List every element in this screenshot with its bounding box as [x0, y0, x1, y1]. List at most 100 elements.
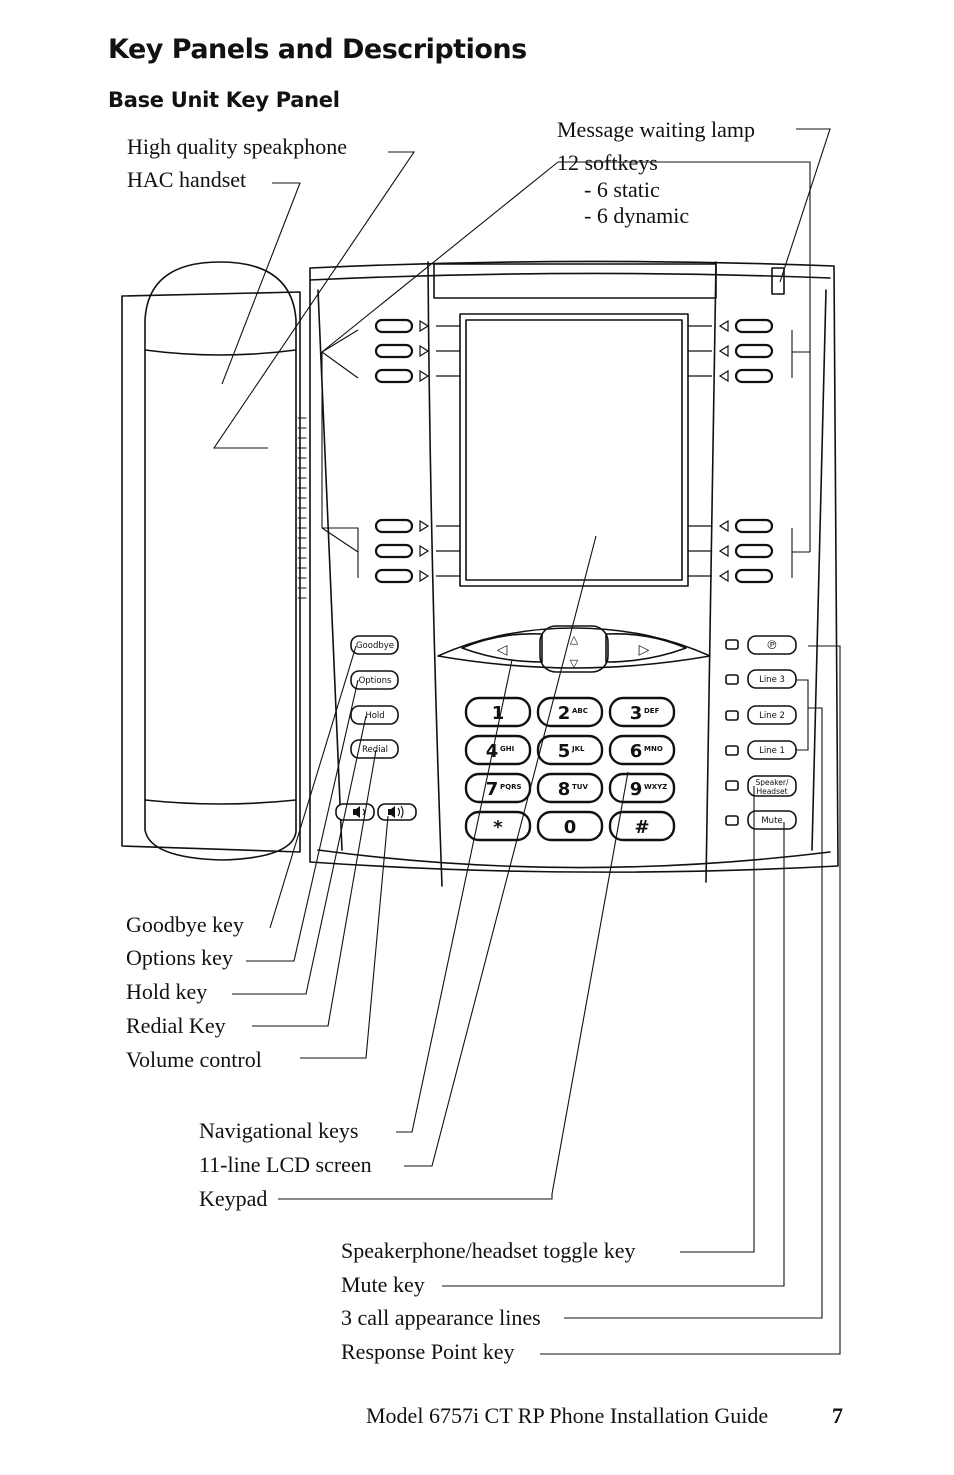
volume-up-icon: [388, 806, 395, 818]
softkey-left-tab-4: [419, 519, 430, 533]
lcd-screen: [459, 313, 689, 587]
face-left-panel: [317, 289, 343, 851]
softkey-right-1[interactable]: [734, 318, 774, 334]
label-softkeys-static: - 6 static: [584, 177, 660, 202]
face-center-right: [705, 261, 717, 883]
phone-top-edge: [309, 272, 831, 281]
keypad-digit: 9: [630, 779, 643, 800]
nav-panel: [437, 627, 711, 669]
label-call-appearance-lines: 3 call appearance lines: [341, 1305, 541, 1330]
softkey-right-2[interactable]: [734, 343, 774, 359]
options-key[interactable]: [350, 670, 399, 690]
softkey-right-6[interactable]: [734, 568, 774, 584]
volume-down-icon: [353, 806, 360, 818]
line2-key-label: Line 2: [759, 711, 785, 721]
softkey-left-tab-1: [419, 319, 430, 333]
softkey-left-2[interactable]: [374, 343, 414, 359]
right-arrow-icon: ▷: [639, 642, 650, 658]
keypad-letters: PQRS: [500, 783, 522, 791]
handset-lower-line: [144, 799, 297, 805]
softkey-left-3[interactable]: [374, 368, 414, 384]
line-led-1: [725, 639, 739, 650]
keypad-letters: JKL: [571, 745, 585, 753]
response-point-icon: ℗: [766, 638, 778, 652]
volume-up-key[interactable]: [377, 803, 417, 821]
speaker-key-label-1: Speaker/: [755, 778, 789, 787]
keypad-letters: TUV: [572, 783, 588, 791]
hold-key[interactable]: [350, 705, 399, 725]
cradle-outline: [121, 291, 301, 853]
hold-key-label: Hold: [365, 711, 384, 721]
keypad-digit: 6: [630, 741, 643, 762]
softkey-left-tab-2: [419, 344, 430, 358]
page-number: 7: [832, 1403, 843, 1428]
speaker-headset-key[interactable]: [747, 775, 797, 797]
keypad-key[interactable]: [608, 696, 676, 728]
label-speakerphone-toggle: Speakerphone/headset toggle key: [341, 1238, 636, 1263]
face-right-panel: [811, 289, 827, 851]
softkey-left-5[interactable]: [374, 543, 414, 559]
softkey-left-6[interactable]: [374, 568, 414, 584]
handset-outline: [144, 261, 297, 861]
softkey-right-3[interactable]: [734, 368, 774, 384]
keypad-digit: 0: [564, 817, 577, 838]
speaker-grille: [297, 417, 307, 599]
keypad-key[interactable]: [464, 734, 532, 766]
message-waiting-lamp: [771, 267, 785, 295]
label-mute-key: Mute key: [341, 1272, 425, 1297]
line-led-4: [725, 745, 739, 756]
goodbye-key[interactable]: [350, 635, 399, 655]
label-lcd-screen: 11-line LCD screen: [199, 1152, 372, 1177]
left-arrow-icon: ◁: [497, 642, 508, 658]
softkey-left-1[interactable]: [374, 318, 414, 334]
options-key-label: Options: [359, 676, 392, 686]
softkey-left-4[interactable]: [374, 518, 414, 534]
nav-left-key: [461, 632, 543, 663]
mute-key-label: Mute: [761, 816, 782, 826]
nav-right-key: [605, 632, 687, 663]
keypad-key[interactable]: [536, 734, 604, 766]
redial-key-label: Redial: [362, 745, 388, 755]
footer-title: Model 6757i CT RP Phone Installation Gui…: [366, 1403, 769, 1428]
keypad-key[interactable]: [536, 772, 604, 804]
softkey-right-4[interactable]: [734, 518, 774, 534]
keypad-digit: 4: [486, 741, 499, 762]
label-response-point-key: Response Point key: [341, 1339, 515, 1364]
phone-body-outline: [309, 260, 839, 873]
label-softkeys-dynamic: - 6 dynamic: [584, 203, 690, 228]
keypad-digit: 5: [558, 741, 571, 762]
response-point-key[interactable]: [747, 635, 797, 655]
keypad-key[interactable]: [536, 696, 604, 728]
keypad-digit: 1: [492, 703, 505, 724]
keypad-digit: 8: [558, 779, 571, 800]
keypad-digit: *: [493, 817, 503, 838]
keypad-key[interactable]: [608, 734, 676, 766]
keypad-key[interactable]: [608, 810, 676, 842]
keypad-letters: DEF: [644, 707, 660, 715]
label-redial-key: Redial Key: [126, 1013, 226, 1038]
display-top-bezel: [433, 263, 717, 299]
keypad-letters: ABC: [572, 707, 588, 715]
line-led-6: [725, 815, 739, 826]
keypad-key[interactable]: [464, 810, 532, 842]
label-goodbye-key: Goodbye key: [126, 912, 244, 937]
softkey-left-tab-3: [419, 369, 430, 383]
line2-key[interactable]: [747, 705, 797, 725]
line3-key[interactable]: [747, 669, 797, 689]
nav-center-key: [539, 625, 609, 673]
softkey-left-tab-6: [419, 569, 430, 583]
softkey-right-tab-6: [718, 569, 729, 583]
keypad-key[interactable]: [536, 810, 604, 842]
keypad-letters: GHI: [500, 745, 514, 753]
lcd-inner: [465, 319, 683, 581]
label-navigational-keys: Navigational keys: [199, 1118, 359, 1143]
page-heading: Key Panels and Descriptions: [108, 34, 527, 65]
softkey-right-tab-5: [718, 544, 729, 558]
section-subheading: Base Unit Key Panel: [108, 88, 340, 112]
label-options-key: Options key: [126, 945, 233, 970]
goodbye-key-label: Goodbye: [356, 641, 394, 651]
line-led-3: [725, 710, 739, 721]
softkey-right-5[interactable]: [734, 543, 774, 559]
